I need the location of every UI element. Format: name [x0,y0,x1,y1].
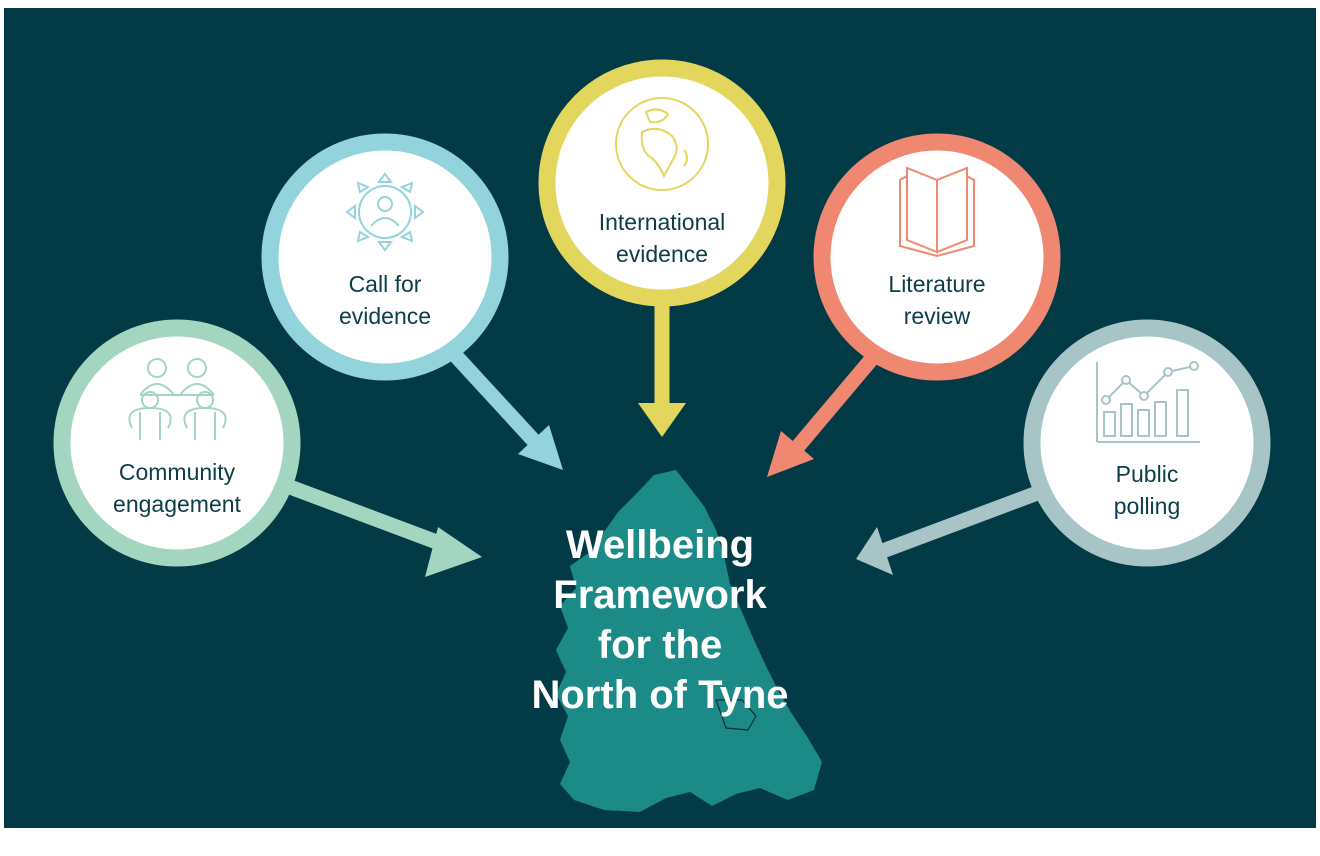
center-title: Wellbeing Framework for the North of Tyn… [450,520,870,720]
arrow-literature [767,350,881,477]
label-literature: Literature review [847,268,1027,332]
label-international-line2: evidence [615,241,709,267]
label-community-line1: Community [118,459,236,485]
center-title-line2: Framework [553,573,767,617]
arrow-polling [856,484,1043,575]
center-title-line4: North of Tyne [531,673,789,717]
arrow-international [638,300,686,437]
label-literature-line2: review [903,303,971,329]
map-district-outline [715,699,757,731]
bubble-community [53,319,301,567]
label-call-line1: Call for [348,271,422,297]
center-title-line3: for the [597,623,723,667]
north-of-tyne-map [556,470,822,812]
label-international-line1: International [598,209,726,235]
label-call: Call for evidence [295,268,475,332]
bar-line-chart-icon [1096,361,1200,443]
label-call-line2: evidence [338,303,432,329]
center-title-line1: Wellbeing [565,523,755,567]
bubble-call [261,133,509,381]
arrow-call [449,349,563,470]
label-polling-line1: Public [1115,461,1179,487]
label-polling-line2: polling [1113,493,1181,519]
open-book-icon [899,166,975,258]
globe-icon [615,97,709,191]
people-meeting-icon [128,358,227,440]
label-community-line2: engagement [113,491,241,517]
network-person-icon [345,172,425,252]
label-literature-line1: Literature [888,271,986,297]
label-community: Community engagement [87,456,267,520]
arrow-community [287,479,482,577]
label-international: International evidence [562,206,762,270]
bubble-international [538,59,786,307]
label-polling: Public polling [1057,458,1237,522]
